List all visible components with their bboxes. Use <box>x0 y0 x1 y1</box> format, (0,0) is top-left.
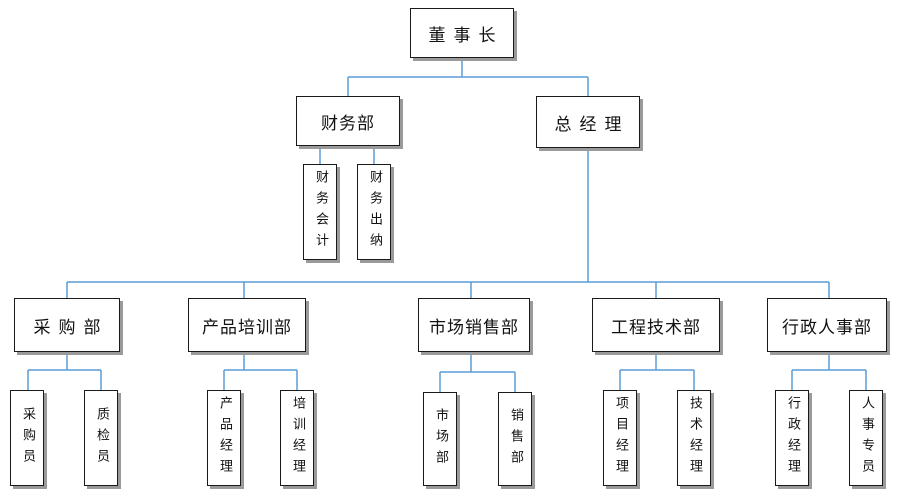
node-hr-specialist: 人事专员 <box>849 390 883 486</box>
node-purchasing-dept: 采购部 <box>14 298 120 352</box>
node-product-manager-label: 产品经理 <box>217 396 232 480</box>
node-engineering-dept-label: 工程技术部 <box>611 317 701 338</box>
node-chairman: 董事长 <box>410 8 514 58</box>
node-training-manager: 培训经理 <box>280 390 314 486</box>
node-general-manager: 总经理 <box>536 96 640 148</box>
node-admin-hr-dept: 行政人事部 <box>767 298 887 352</box>
node-technical-manager: 技术经理 <box>677 390 711 486</box>
node-training-manager-label: 培训经理 <box>290 396 305 480</box>
node-finance-cashier-label: 财务出纳 <box>367 170 382 254</box>
node-market-section: 市场部 <box>423 392 457 486</box>
node-finance-dept: 财务部 <box>296 96 400 146</box>
node-admin-hr-dept-label: 行政人事部 <box>782 317 872 338</box>
node-finance-accounting: 财务会计 <box>303 164 337 260</box>
node-purchaser: 采购员 <box>10 390 44 486</box>
node-finance-accounting-label: 财务会计 <box>313 170 328 254</box>
node-finance-cashier: 财务出纳 <box>357 164 391 260</box>
node-marketing-sales-dept: 市场销售部 <box>418 298 530 352</box>
node-engineering-dept: 工程技术部 <box>592 298 720 352</box>
node-purchasing-dept-label: 采购部 <box>33 317 109 338</box>
node-finance-dept-label: 财务部 <box>321 113 375 134</box>
node-purchaser-label: 采购员 <box>20 406 35 470</box>
node-sales-section-label: 销售部 <box>508 407 523 471</box>
node-product-training-dept-label: 产品培训部 <box>202 317 292 338</box>
node-quality-inspector: 质检员 <box>84 390 118 486</box>
node-project-manager-label: 项目经理 <box>613 396 628 480</box>
node-quality-inspector-label: 质检员 <box>94 406 109 470</box>
node-project-manager: 项目经理 <box>603 390 637 486</box>
node-product-manager: 产品经理 <box>207 390 241 486</box>
node-chairman-label: 董事长 <box>428 25 504 46</box>
node-market-section-label: 市场部 <box>433 407 448 471</box>
node-general-manager-label: 总经理 <box>554 114 630 135</box>
node-product-training-dept: 产品培训部 <box>188 298 306 352</box>
node-sales-section: 销售部 <box>498 392 532 486</box>
node-marketing-sales-dept-label: 市场销售部 <box>429 317 519 338</box>
node-admin-manager-label: 行政经理 <box>785 396 800 480</box>
node-technical-manager-label: 技术经理 <box>687 396 702 480</box>
node-hr-specialist-label: 人事专员 <box>859 396 874 480</box>
node-admin-manager: 行政经理 <box>775 390 809 486</box>
